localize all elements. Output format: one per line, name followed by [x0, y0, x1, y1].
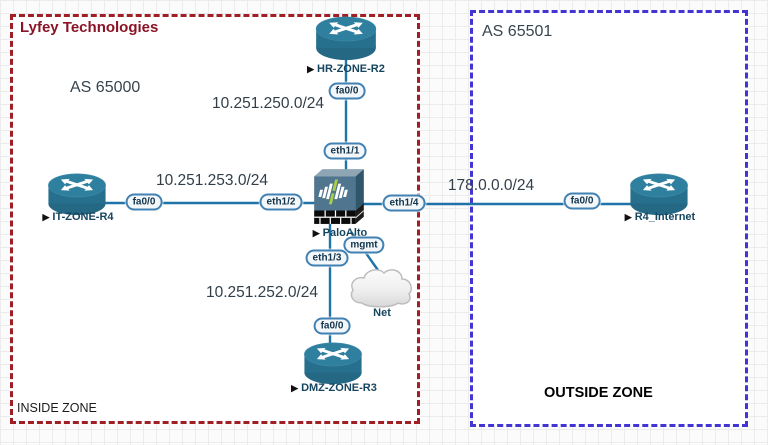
node-marker-icon: ▶ [312, 227, 320, 238]
node-label-text: R4_Internet [634, 211, 696, 223]
router-arrows [642, 178, 676, 191]
node-label-dmz-zone-r3[interactable]: ▶ DMZ-ZONE-R3 [291, 382, 377, 394]
interface-badge-fw-eth1-4[interactable]: eth1/4 [382, 194, 426, 212]
node-label-paloalto[interactable]: ▶ PaloAlto [313, 227, 368, 239]
network-label-dmz-link[interactable]: 10.251.252.0/24 [205, 284, 319, 301]
router-icon-hr-zone-r2[interactable] [314, 15, 378, 62]
interface-badge-internet-fa0-0[interactable]: fa0/0 [563, 192, 601, 210]
cloud-icon-net[interactable] [346, 262, 414, 310]
router-arrows [329, 22, 363, 35]
node-marker-icon: ▶ [291, 382, 299, 393]
interface-badge-fw-eth1-2[interactable]: eth1/2 [259, 193, 303, 211]
node-label-text: PaloAlto [322, 227, 368, 239]
outside-zone-label[interactable]: OUTSIDE ZONE [544, 385, 653, 401]
node-marker-icon: ▶ [42, 211, 50, 222]
inside-zone-label[interactable]: INSIDE ZONE [17, 401, 97, 415]
network-label-hr-link[interactable]: 10.251.250.0/24 [211, 95, 325, 112]
outside-as-number[interactable]: AS 65501 [482, 23, 553, 40]
network-label-it-link[interactable]: 10.251.253.0/24 [155, 172, 269, 189]
outside-zone-box[interactable] [470, 10, 748, 427]
node-label-text: HR-ZONE-R2 [317, 63, 385, 75]
network-label-wan-link[interactable]: 178.0.0.0/24 [447, 177, 535, 194]
node-label-net[interactable]: Net [373, 307, 391, 319]
paloalto-logo-bars [318, 179, 348, 205]
inside-as-number[interactable]: AS 65000 [70, 79, 141, 96]
node-marker-icon: ▶ [307, 63, 315, 74]
interface-badge-hr-fa0-0[interactable]: fa0/0 [328, 82, 366, 100]
firewall-brick-wall [314, 203, 364, 224]
interface-badge-fw-eth1-3[interactable]: eth1/3 [305, 249, 349, 267]
router-arrows [60, 178, 94, 191]
router-icon-dmz-zone-r3[interactable] [302, 341, 364, 386]
inside-zone-title[interactable]: Lyfey Technologies [20, 19, 159, 36]
interface-badge-fw-eth1-1[interactable]: eth1/1 [323, 142, 367, 160]
node-marker-icon: ▶ [624, 211, 632, 222]
node-label-r4-internet[interactable]: ▶ R4_Internet [625, 211, 695, 223]
node-label-text: DMZ-ZONE-R3 [301, 382, 377, 394]
interface-badge-dmz-fa0-0[interactable]: fa0/0 [313, 317, 351, 335]
router-arrows [316, 347, 350, 360]
interface-badge-it-fa0-0[interactable]: fa0/0 [125, 193, 163, 211]
node-label-text: IT-ZONE-R4 [52, 211, 114, 223]
firewall-icon-paloalto[interactable] [312, 166, 366, 226]
router-icon-r4-internet[interactable] [628, 172, 690, 217]
node-label-hr-zone-r2[interactable]: ▶ HR-ZONE-R2 [307, 63, 385, 75]
router-icon-it-zone-r4[interactable] [46, 172, 108, 217]
node-label-text: Net [373, 307, 391, 319]
interface-badge-fw-mgmt[interactable]: mgmt [343, 236, 385, 254]
node-label-it-zone-r4[interactable]: ▶ IT-ZONE-R4 [42, 211, 113, 223]
